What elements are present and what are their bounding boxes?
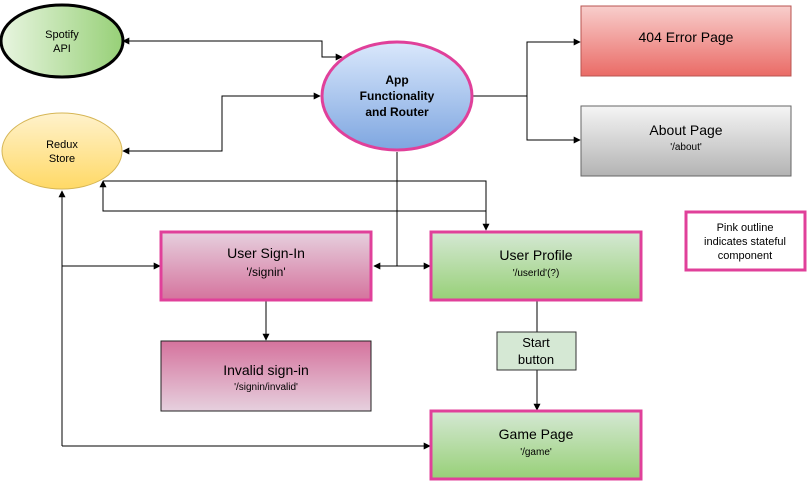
legend-line1: Pink outline bbox=[717, 222, 774, 234]
edge-app-about bbox=[526, 96, 581, 144]
invalid-title: Invalid sign-in bbox=[223, 362, 309, 378]
redux-label-line1: Redux bbox=[46, 139, 78, 151]
start-line2: button bbox=[518, 352, 554, 367]
profile-path: '/userId'(?) bbox=[513, 268, 560, 279]
app-router-node: App Functionality and Router bbox=[320, 40, 474, 152]
edge-redux-profile-top bbox=[103, 180, 487, 211]
redux-store-node: Redux Store bbox=[1, 112, 123, 190]
game-page-node: Game Page '/game' bbox=[429, 409, 643, 481]
edge-app-404 bbox=[526, 38, 581, 96]
signin-title: User Sign-In bbox=[227, 245, 305, 261]
app-label-line3: and Router bbox=[365, 105, 429, 119]
connectors bbox=[58, 37, 581, 450]
profile-title: User Profile bbox=[499, 247, 572, 263]
edge-redux-profile bbox=[99, 180, 490, 231]
user-profile-node: User Profile '/userId'(?) bbox=[429, 230, 643, 302]
spotify-label-line1: Spotify bbox=[45, 29, 79, 41]
app-label-line2: Functionality bbox=[360, 89, 435, 103]
edge-redux-app bbox=[122, 92, 321, 155]
legend-node: Pink outline indicates stateful componen… bbox=[684, 210, 807, 272]
game-path: '/game' bbox=[520, 447, 552, 458]
signin-path: '/signin' bbox=[246, 265, 285, 279]
legend-line3: component bbox=[718, 250, 772, 262]
legend-line2: indicates stateful bbox=[704, 236, 786, 248]
start-line1: Start bbox=[522, 335, 550, 350]
error-404-title: 404 Error Page bbox=[639, 29, 734, 45]
spotify-api-node: Spotify API bbox=[0, 3, 125, 79]
invalid-path: '/signin/invalid' bbox=[234, 382, 298, 393]
about-path: '/about' bbox=[670, 142, 702, 153]
about-title: About Page bbox=[649, 122, 722, 138]
start-button-node: Start button bbox=[496, 331, 577, 371]
game-title: Game Page bbox=[499, 426, 574, 442]
error-404-node: 404 Error Page bbox=[580, 5, 792, 77]
spotify-label-line2: API bbox=[53, 43, 71, 55]
invalid-signin-node: Invalid sign-in '/signin/invalid' bbox=[160, 340, 372, 412]
redux-label-line2: Store bbox=[49, 153, 75, 165]
about-page-node: About Page '/about' bbox=[580, 105, 792, 177]
user-signin-node: User Sign-In '/signin' bbox=[159, 230, 373, 302]
edge-spotify-app bbox=[122, 37, 343, 61]
app-label-line1: App bbox=[385, 73, 408, 87]
